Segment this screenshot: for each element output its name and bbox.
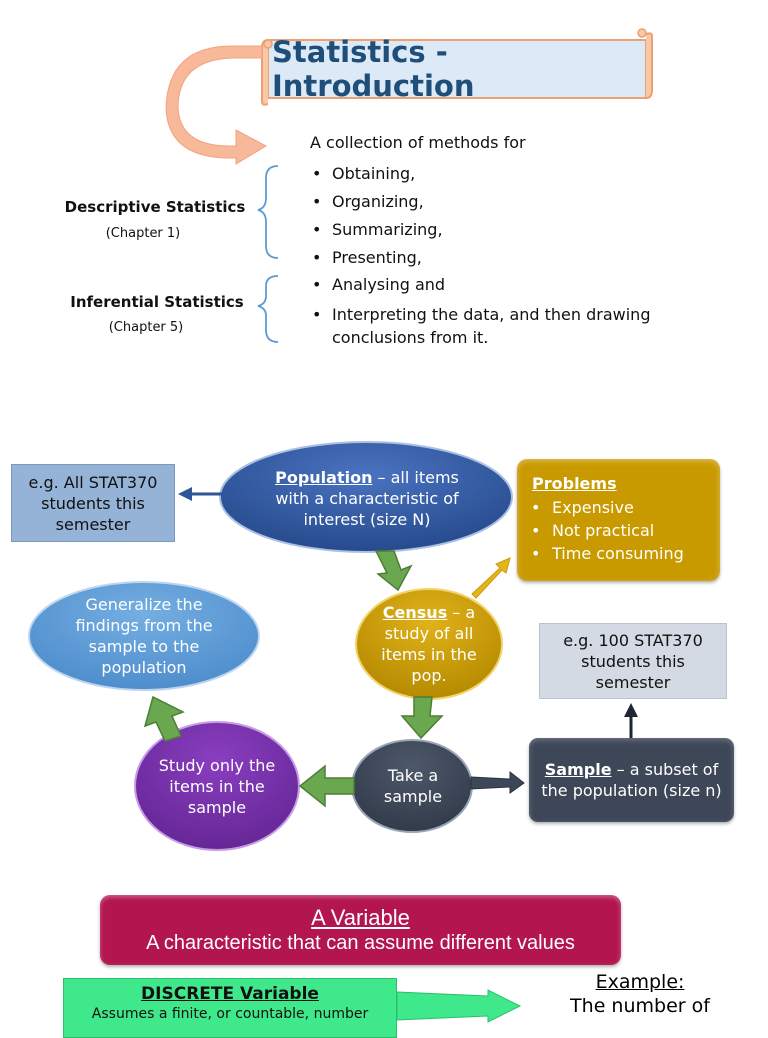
population-ellipse <box>219 441 513 553</box>
intro-lead: A collection of methods for <box>310 133 526 152</box>
arrow-left-icon <box>178 487 222 501</box>
page-title: Statistics - Introduction <box>272 35 475 103</box>
discrete-desc: Assumes a finite, or countable, number <box>91 1006 369 1022</box>
generalize-ellipse <box>28 581 260 691</box>
inferential-brace <box>257 275 279 343</box>
curved-arrow-icon <box>165 45 268 165</box>
sample-desc: – a subset of the population (size n) <box>541 760 722 800</box>
arrow-up-right-icon <box>471 557 511 599</box>
example-heading: Example: <box>595 971 685 993</box>
generalize-text: Generalize the findings from the sample … <box>75 595 213 677</box>
population-term: Population <box>275 467 373 487</box>
example-population-text: e.g. All STAT370 students this semester <box>28 472 158 534</box>
population-node: Population – all items with a characteri… <box>262 455 472 541</box>
descriptive-label: Descriptive Statistics <box>64 198 246 216</box>
generalize-node: Generalize the findings from the sample … <box>58 590 230 682</box>
sample-term: Sample <box>544 760 612 779</box>
list-item: Interpreting the data, and then drawing … <box>312 303 672 349</box>
green-arrow-study-generalize-icon <box>143 695 185 742</box>
green-arrow-pop-census-icon <box>374 550 413 592</box>
sample-box: Sample – a subset of the population (siz… <box>529 738 734 822</box>
census-desc: – a study of all items in the pop. <box>381 603 477 685</box>
population-desc: – all items with a characteristic of int… <box>275 467 459 529</box>
list-item: Analysing and <box>312 275 672 294</box>
descriptive-list: Obtaining, Organizing, Summarizing, Pres… <box>312 164 443 276</box>
example-sample-box: e.g. 100 STAT370 students this semester <box>539 623 727 699</box>
list-item: Summarizing, <box>312 220 443 239</box>
inferential-chapter: (Chapter 5) <box>108 320 184 335</box>
variable-subtitle: A characteristic that can assume differe… <box>146 932 575 954</box>
list-item: Organizing, <box>312 192 443 211</box>
list-item: Obtaining, <box>312 164 443 183</box>
take-sample-node: Take a sample <box>368 756 458 816</box>
example-note: Example: The number of <box>520 970 760 1018</box>
green-arrow-census-take-icon <box>400 696 444 740</box>
arrow-right-icon <box>470 770 525 794</box>
problems-list: Expensive Not practical Time consuming <box>531 496 684 565</box>
list-item: Expensive <box>531 496 684 519</box>
example-line: The number of <box>570 995 710 1017</box>
variable-box: A Variable A characteristic that can ass… <box>100 895 621 965</box>
descriptive-chapter: (Chapter 1) <box>105 226 181 241</box>
title-banner <box>261 28 653 106</box>
inferential-label: Inferential Statistics <box>70 293 244 311</box>
arrow-up-icon <box>624 703 638 738</box>
example-population-box: e.g. All STAT370 students this semester <box>11 464 175 542</box>
problems-box: Problems Expensive Not practical Time co… <box>517 459 720 581</box>
green-arrow-take-study-icon <box>298 764 355 808</box>
discrete-title: DISCRETE Variable <box>141 984 319 1004</box>
arrow-discrete-example-icon <box>396 989 522 1023</box>
census-node: Census – a study of all items in the pop… <box>372 598 486 690</box>
variable-title: A Variable <box>311 905 410 930</box>
list-item: Presenting, <box>312 248 443 267</box>
descriptive-brace <box>257 165 279 259</box>
study-text: Study only the items in the sample <box>158 755 276 817</box>
list-item: Time consuming <box>531 542 684 565</box>
census-term: Census <box>382 603 448 622</box>
example-sample-text: e.g. 100 STAT370 students this semester <box>563 630 703 692</box>
study-node: Study only the items in the sample <box>152 746 282 826</box>
list-item: Not practical <box>531 519 684 542</box>
take-sample-text: Take a sample <box>383 766 443 806</box>
discrete-box: DISCRETE Variable Assumes a finite, or c… <box>63 978 397 1038</box>
inferential-list: Analysing and Interpreting the data, and… <box>312 275 672 358</box>
problems-title: Problems <box>532 474 617 493</box>
